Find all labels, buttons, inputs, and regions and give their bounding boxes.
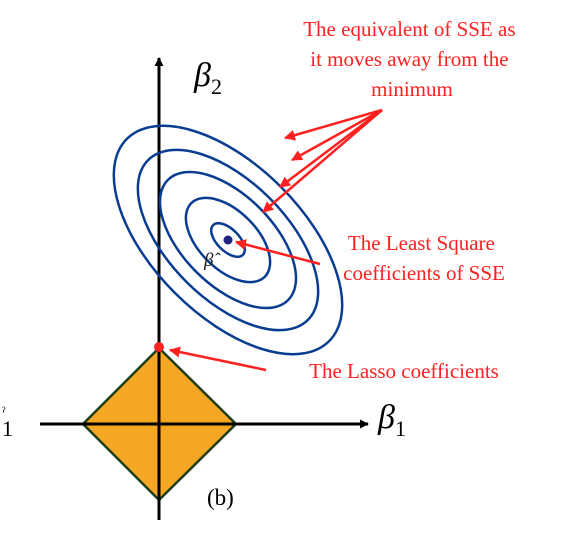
least-square-arrow <box>234 239 321 266</box>
sse-annotation-line-2: it moves away from the <box>310 47 508 71</box>
panel-label: (b) <box>207 485 234 510</box>
sse-annotation-arrows <box>262 108 383 213</box>
lasso-annotation-text: The Lasso coefficients <box>309 359 499 383</box>
sse-arrow-4 <box>262 109 383 213</box>
sse-annotation-line-1: The equivalent of SSE as <box>303 17 515 41</box>
least-square-annotation-line-1: The Least Square <box>348 231 495 255</box>
lasso-arrow <box>168 346 267 372</box>
sse-annotation-text: The equivalent of SSE as it moves away f… <box>303 17 521 101</box>
sse-arrow-3 <box>279 109 383 188</box>
left-edge-label: 1 <box>2 416 13 441</box>
left-edge-fragment: ˀ <box>2 405 6 420</box>
beta-hat-label: β̂ <box>203 250 221 271</box>
lasso-solution-point <box>154 342 164 352</box>
sse-contour-4 <box>136 148 320 332</box>
sse-annotation-line-3: minimum <box>371 77 453 101</box>
lasso-annotation-line-1: The Lasso coefficients <box>309 359 499 383</box>
sse-contour-2 <box>184 196 272 284</box>
sse-arrow-1 <box>283 108 383 141</box>
least-squares-point <box>223 235 233 245</box>
beta1-axis-label: β1 <box>377 399 406 441</box>
beta2-axis-label: β2 <box>193 57 222 99</box>
sse-arrow-2 <box>291 108 383 162</box>
sse-contour-1 <box>209 221 247 259</box>
least-square-annotation-text: The Least Square coefficients of SSE <box>343 231 505 285</box>
sse-contour-3 <box>158 170 298 310</box>
least-square-annotation-line-2: coefficients of SSE <box>343 261 505 285</box>
